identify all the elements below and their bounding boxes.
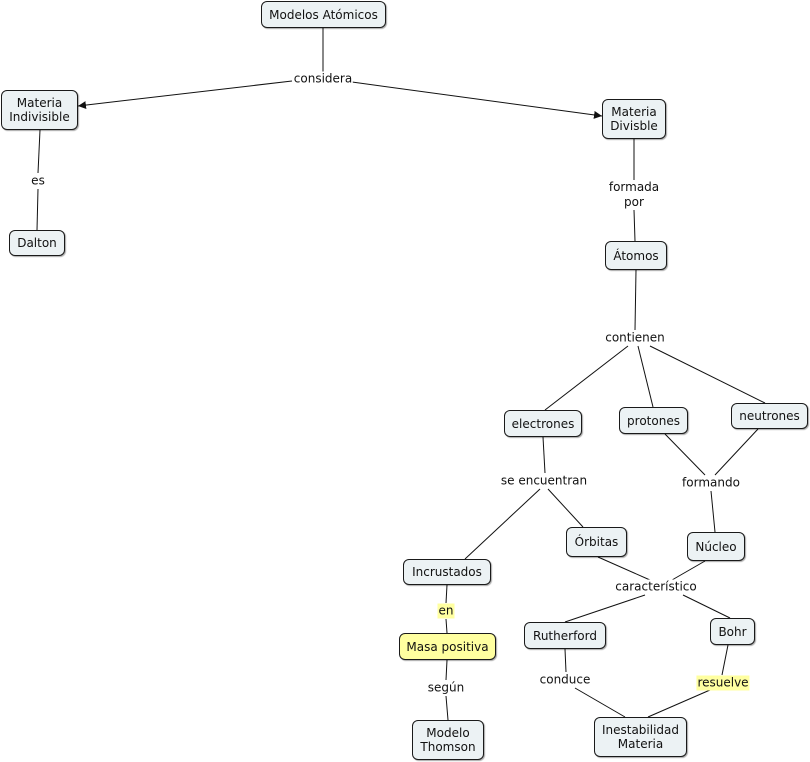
line-es-dalton [36,188,39,231]
link-contienen: contienen [604,330,666,346]
link-conduce: conduce [538,672,592,688]
line-segun-thomson [445,695,449,721]
line-contienen-electrones [544,345,629,411]
link-resuelve: resuelve [696,675,750,691]
node-rutherford[interactable]: Rutherford [524,622,606,649]
line-incrustados-en [445,584,448,604]
line-protones-formando [664,433,706,476]
line-orbitas-caracteristico [597,556,651,581]
node-bohr[interactable]: Bohr [710,618,755,645]
node-nucleo[interactable]: Núcleo [687,532,745,561]
link-en: en [437,603,455,619]
node-dalton[interactable]: Dalton [9,230,65,256]
line-rutherford-conduce [564,648,567,673]
line-resuelve-inestabilidad [647,689,711,718]
link-segun: según [426,680,466,696]
line-contienen-protones [637,345,654,408]
node-incrustados[interactable]: Incrustados [403,559,491,585]
link-se-encuentran: se encuentran [499,473,589,489]
arrow-to-divisible [351,81,603,119]
node-protones[interactable]: protones [619,407,688,434]
node-modelos-atomicos[interactable]: Modelos Atómicos [261,1,386,28]
line-nucleo-caracteristico [671,560,706,581]
line-masa-segun [445,659,448,681]
node-modelo-thomson[interactable]: Modelo Thomson [412,720,484,760]
node-materia-divisible[interactable]: Materia Divisble [602,99,666,139]
line-formada-atomos [633,209,636,242]
line-indivisible-es [37,129,41,174]
line-en-masa [445,618,448,634]
node-materia-indivisible[interactable]: Materia Indivisible [1,90,78,130]
link-es: es [30,173,46,189]
line-caracteristico-bohr [682,594,731,619]
line-formando-nucleo [710,490,716,533]
node-orbitas[interactable]: Órbitas [566,527,627,557]
line-encuentran-incrustados [464,488,541,560]
node-atomos[interactable]: Átomos [605,241,667,270]
link-caracteristico: característico [614,579,698,595]
line-caracteristico-rutherford [564,594,646,623]
line-contienen-neutrones [649,345,766,404]
line-bohr-resuelve [721,644,729,676]
line-neutrones-formando [714,428,759,476]
line-electrones-encuentran [542,436,546,474]
arrow-to-indivisible [77,80,293,110]
link-considera: considera [292,71,354,87]
link-formada-por: formada por [607,180,661,210]
line-encuentran-orbitas [547,488,584,528]
node-masa-positiva[interactable]: Masa positiva [399,633,496,660]
line-atomos-contienen [634,269,637,331]
link-formando: formando [681,475,741,491]
node-neutrones[interactable]: neutrones [731,403,808,429]
line-conduce-inestabilidad [574,687,626,718]
node-inestabilidad-materia[interactable]: Inestabilidad Materia [594,717,687,757]
node-electrones[interactable]: electrones [504,410,582,437]
